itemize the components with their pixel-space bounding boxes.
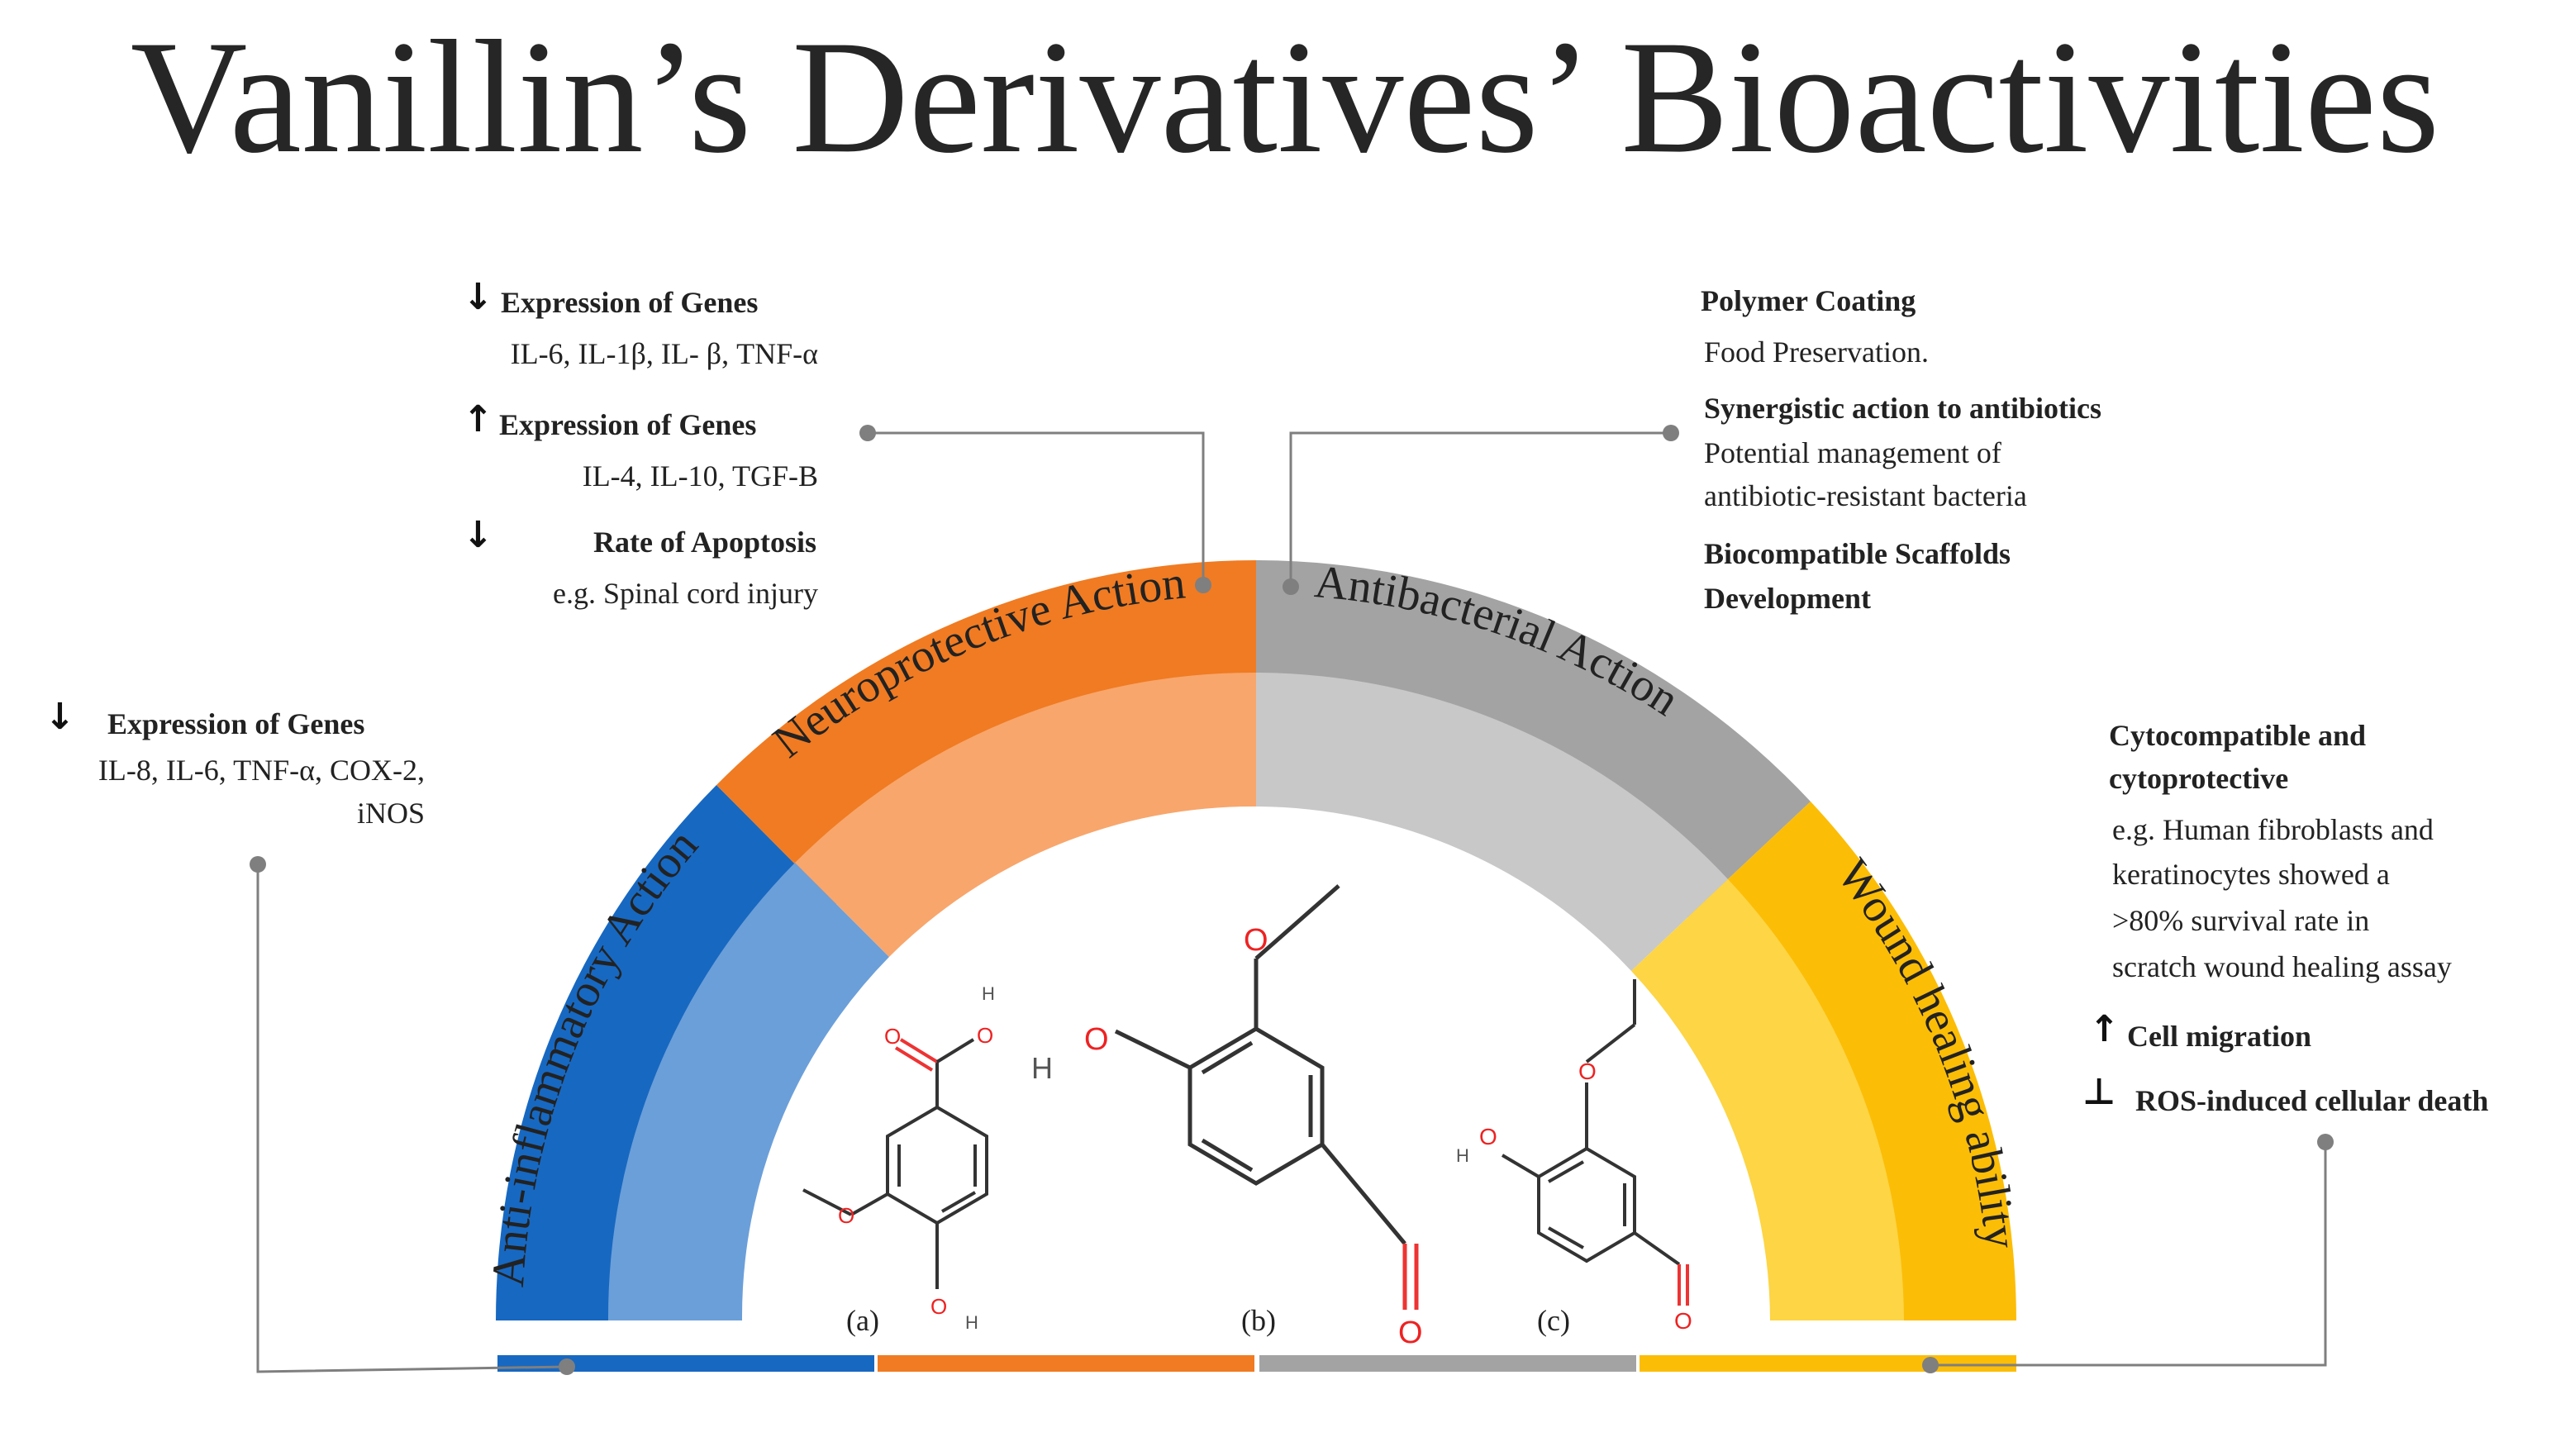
atom-label-o: O [838, 1203, 854, 1228]
anti-inflammatory-line-1: IL-8, IL-6, TNF-α, COX-2, [98, 754, 425, 787]
wound-heading-1b: cytoprotective [2109, 762, 2289, 795]
leader-dot [1195, 577, 1211, 593]
wound-heading-1a: Cytocompatible and [2109, 719, 2367, 752]
neuro-text-3: e.g. Spinal cord injury [553, 577, 818, 610]
bottom-bar-yellow [1640, 1355, 2016, 1372]
wound-text-1a: e.g. Human fibroblasts and [2112, 813, 2434, 846]
bottom-bar-blue [497, 1355, 874, 1372]
structure-label-a: (a) [846, 1304, 879, 1337]
wound-text-1d: scratch wound healing assay [2112, 950, 2452, 983]
leader-dot [1922, 1357, 1939, 1373]
neuro-heading-3: Rate of Apoptosis [593, 526, 816, 559]
leader-line-anti-inflammatory [256, 864, 568, 1373]
neuroprotective-inner-band [795, 672, 1256, 957]
molecule-a-structure [802, 1038, 988, 1289]
up-arrow-icon: ↑ [463, 398, 493, 440]
anti-inflammatory-inner-band [607, 863, 889, 1320]
down-arrow-icon: ↓ [463, 514, 493, 556]
atom-label-o: O [1674, 1308, 1692, 1334]
wound-text-1c: >80% survival rate in [2112, 904, 2370, 937]
leader-line-antibacterial [1289, 431, 1671, 587]
antibacterial-heading-2: Synergistic action to antibiotics [1704, 392, 2101, 425]
up-arrow-icon: ↑ [2089, 1008, 2120, 1050]
antibacterial-heading-3b: Development [1704, 582, 1871, 615]
atom-label-o: O [1479, 1124, 1497, 1149]
inhibition-icon: ⊥ [2082, 1071, 2116, 1113]
leader-dot [250, 856, 266, 873]
wound-text-1b: keratinocytes showed a [2112, 858, 2390, 891]
neuro-heading-1: Expression of Genes [501, 286, 759, 319]
antibacterial-heading-1: Polymer Coating [1701, 284, 1916, 317]
atom-label-o: O [1398, 1316, 1423, 1350]
wound-healing-inner-band [1631, 879, 1904, 1320]
leader-line-wound-healing [1930, 1142, 2327, 1367]
atom-label-o: O [1244, 923, 1268, 958]
structure-label-b: (b) [1241, 1304, 1276, 1337]
leader-dot [1663, 425, 1679, 441]
down-arrow-icon: ↓ [45, 696, 75, 738]
atom-label-h: H [1031, 1051, 1053, 1085]
neuro-text-2: IL-4, IL-10, TGF-B [582, 459, 818, 492]
neuro-heading-2: Expression of Genes [499, 408, 757, 441]
atom-label-o: O [977, 1023, 993, 1048]
atom-label-h: H [1456, 1145, 1469, 1166]
atom-label-h: H [982, 983, 995, 1004]
leader-dot [2317, 1134, 2334, 1150]
atom-label-o: O [1578, 1059, 1597, 1084]
structure-label-c: (c) [1537, 1304, 1570, 1337]
anti-inflammatory-line-2: iNOS [356, 797, 425, 830]
bottom-bar-gray [1259, 1355, 1636, 1372]
atom-label-h: H [965, 1312, 978, 1333]
antibacterial-text-1: Food Preservation. [1704, 335, 1929, 369]
antibacterial-inner-band [1256, 673, 1728, 971]
bottom-bar-orange [878, 1355, 1254, 1372]
leader-dot [1283, 578, 1299, 595]
antibacterial-heading-3a: Biocompatible Scaffolds [1704, 537, 2011, 570]
neuro-text-1: IL-6, IL-1β, IL- β, TNF-α [510, 337, 818, 370]
wound-heading-3: ROS-induced cellular death [2135, 1084, 2489, 1117]
leader-line-neuroprotective [868, 431, 1205, 585]
page-title: Vanillin’s Derivatives’ Bioactivities [130, 7, 2440, 187]
wound-heading-2: Cell migration [2127, 1020, 2311, 1053]
atom-label-o: O [930, 1294, 947, 1319]
leader-dot [559, 1358, 575, 1375]
antibacterial-text-2b: antibiotic-resistant bacteria [1704, 479, 2027, 512]
antibacterial-text-2a: Potential management of [1704, 436, 2001, 469]
molecule-c-structure [1501, 979, 1689, 1306]
down-arrow-icon: ↓ [463, 276, 493, 318]
molecule-b-structure [1114, 884, 1419, 1310]
atom-label-o: O [884, 1024, 901, 1049]
atom-label-o: O [1084, 1022, 1109, 1057]
leader-dot [859, 425, 876, 441]
anti-inflammatory-heading: Expression of Genes [107, 707, 365, 740]
